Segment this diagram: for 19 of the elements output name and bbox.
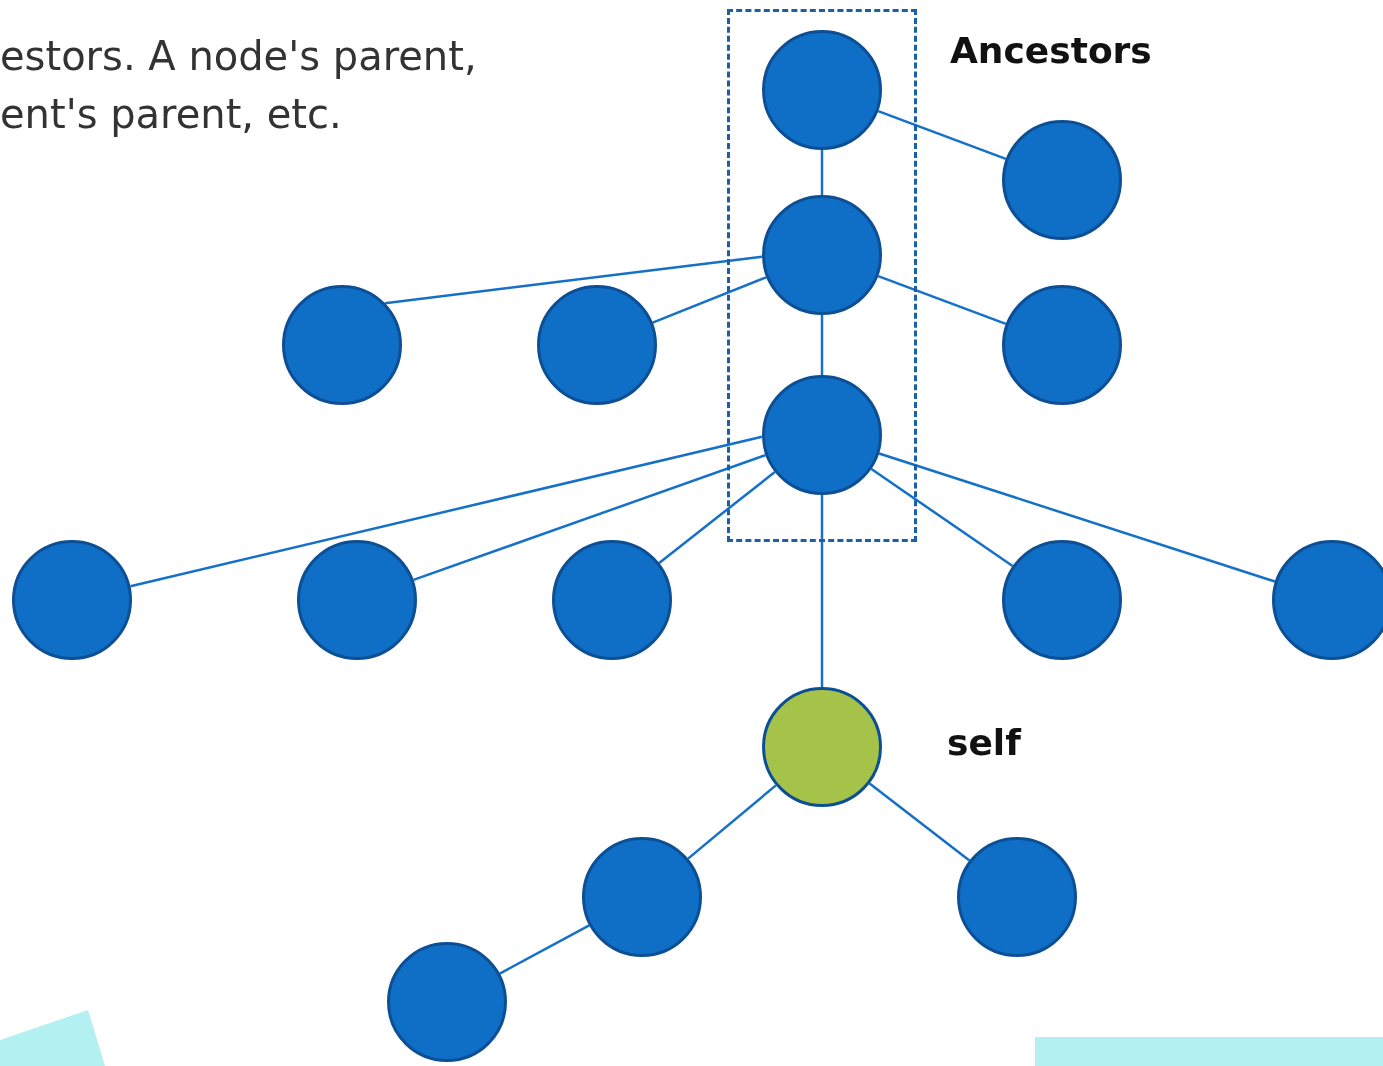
connector-line xyxy=(130,435,763,588)
group-heading: Ancestors xyxy=(950,30,1152,71)
node-caption: self xyxy=(947,722,1021,763)
connector-line xyxy=(877,109,1007,161)
connector-line xyxy=(499,924,590,975)
connector-line xyxy=(820,495,824,687)
connector-line xyxy=(820,150,824,195)
connector-line xyxy=(868,782,971,862)
description-text: ent's parent, etc. xyxy=(0,91,342,137)
connector-line xyxy=(878,452,1276,583)
connector-line xyxy=(820,315,824,375)
connector-line xyxy=(384,255,763,305)
connector-line xyxy=(870,467,1014,568)
connector-line xyxy=(658,471,776,564)
connector-line xyxy=(413,453,766,582)
connector-line xyxy=(652,276,767,324)
connector-line xyxy=(877,274,1007,326)
description-text: estors. A node's parent, xyxy=(0,33,477,79)
connector-line xyxy=(687,784,777,860)
